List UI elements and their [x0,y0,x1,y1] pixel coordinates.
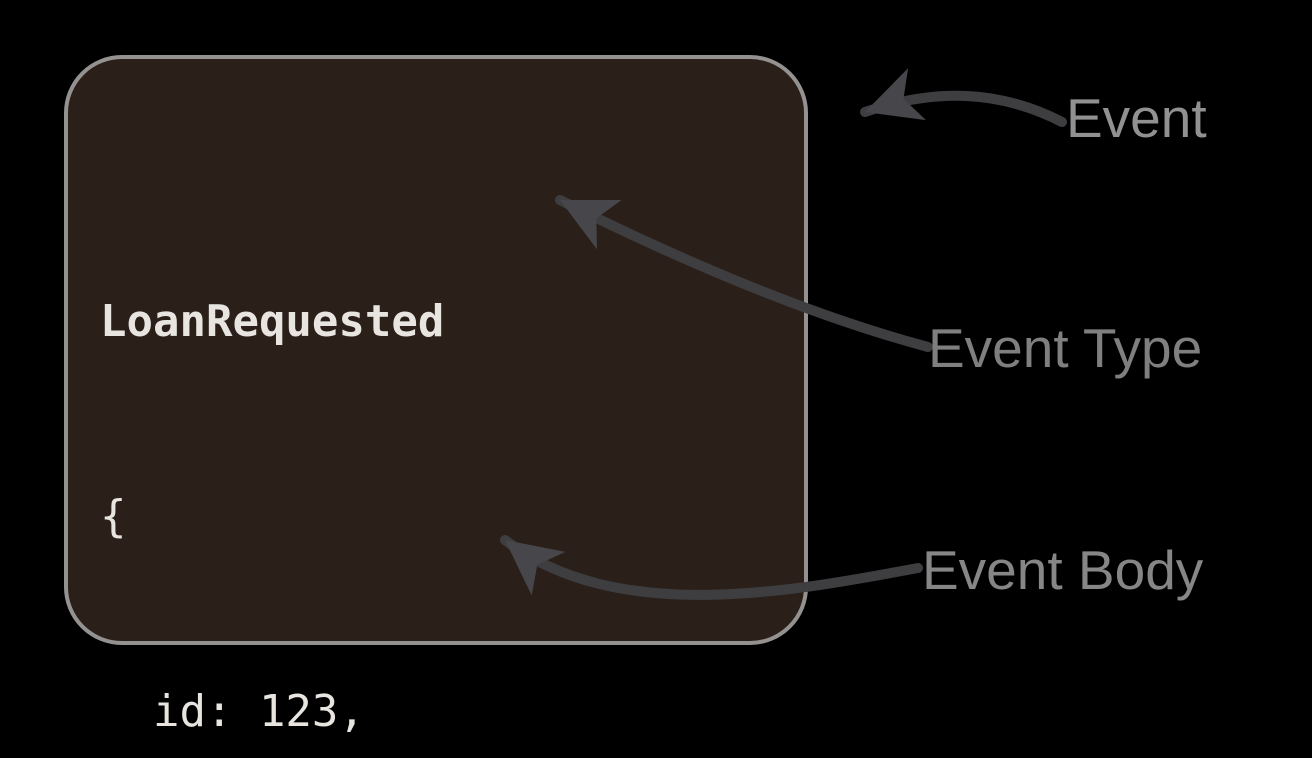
annotation-label-event: Event [1066,87,1207,149]
event-box: LoanRequested { id: 123, amount: 100, bo… [64,55,808,737]
annotation-label-event-body: Event Body [922,539,1204,601]
annotation-label-event-type: Event Type [928,317,1203,379]
code-line-open-brace: { [100,491,127,542]
event-code-block: LoanRequested { id: 123, amount: 100, bo… [100,159,709,758]
arrow-event [860,68,1067,127]
code-line-id: id: 123, [100,686,365,737]
event-type-line: LoanRequested [100,296,445,347]
